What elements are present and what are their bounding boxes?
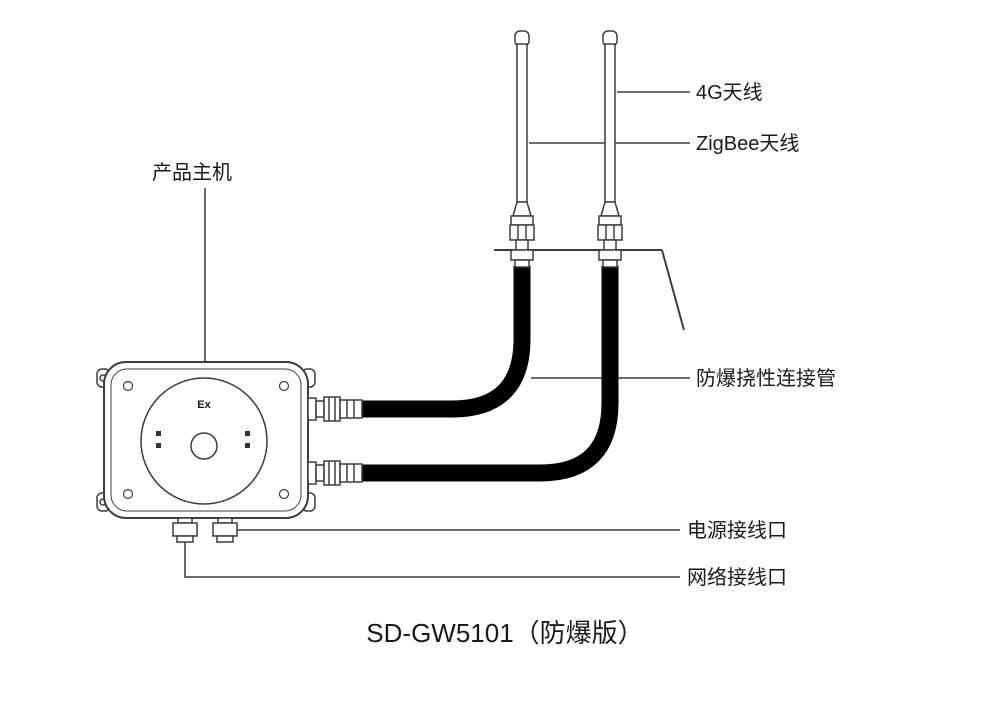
antenna-zigbee-label: ZigBee天线	[696, 132, 799, 155]
cover-center-boss	[190, 432, 218, 460]
bottom-ports	[172, 517, 238, 543]
fitting-coupler	[339, 463, 363, 483]
fitting-flange	[307, 461, 317, 485]
fitting-nut	[323, 460, 341, 486]
port-cap	[176, 535, 194, 543]
ex-marking: Ex	[197, 399, 211, 411]
upper-side-fitting	[307, 396, 363, 422]
corner-screw	[122, 380, 134, 392]
side-conduit-fittings	[307, 396, 363, 486]
conduit-to-zigbee-antenna	[358, 266, 531, 418]
antenna-rod	[516, 43, 528, 203]
conduit-label: 防爆挠性连接管	[696, 367, 836, 390]
fitting-neck	[315, 400, 325, 418]
antenna-nut	[509, 224, 535, 241]
antenna-stem	[515, 239, 529, 251]
indicator-dot	[245, 431, 250, 436]
indicator-dot	[156, 443, 161, 448]
network-port-fitting	[172, 517, 198, 543]
corner-screws	[122, 380, 290, 500]
antenna-rod	[604, 43, 616, 203]
antenna-stem	[603, 239, 617, 251]
antenna-nut	[597, 224, 623, 241]
antenna-base-coupler	[510, 249, 534, 261]
port-nut	[212, 522, 238, 537]
indicator-dots	[156, 431, 250, 448]
leader-lines	[184, 91, 690, 578]
network-port-label: 网络接线口	[687, 566, 787, 589]
antenna-conduit-joint	[602, 259, 618, 268]
network-port-leader-line	[184, 542, 680, 578]
fitting-coupler	[339, 399, 363, 419]
fitting-nut	[323, 396, 341, 422]
conduit-to-4g-antenna	[358, 266, 619, 482]
corner-screw	[278, 488, 290, 500]
fitting-flange	[307, 397, 317, 421]
indicator-dot	[156, 431, 161, 436]
flexible-conduits	[358, 266, 619, 482]
power-port-label: 电源接线口	[687, 519, 787, 542]
antenna-taper	[512, 201, 532, 217]
antenna-4g	[597, 30, 623, 268]
antenna-base-coupler	[598, 249, 622, 261]
main-unit-enclosure: Ex	[96, 361, 316, 519]
antenna-collar	[598, 215, 622, 226]
zigbee-antenna	[509, 30, 535, 268]
port-cap	[216, 535, 234, 543]
antenna-taper	[600, 201, 620, 217]
fitting-neck	[315, 464, 325, 482]
corner-screw	[122, 488, 134, 500]
labels: 产品主机 4G天线 ZigBee天线 防爆挠性连接管 电源接线口 网络接线口 S…	[152, 81, 836, 648]
lower-side-fitting	[307, 460, 363, 486]
antenna-4g-label: 4G天线	[696, 81, 763, 104]
antenna-conduit-joint	[514, 259, 530, 268]
power-port-fitting	[212, 517, 238, 543]
corner-screw	[278, 380, 290, 392]
diagram-title: SD-GW5101（防爆版）	[366, 618, 643, 648]
antenna-collar	[510, 215, 534, 226]
indicator-dot	[245, 443, 250, 448]
port-nut	[172, 522, 198, 537]
main-unit-label: 产品主机	[152, 161, 232, 184]
bracket-diagonal-edge	[661, 249, 685, 331]
